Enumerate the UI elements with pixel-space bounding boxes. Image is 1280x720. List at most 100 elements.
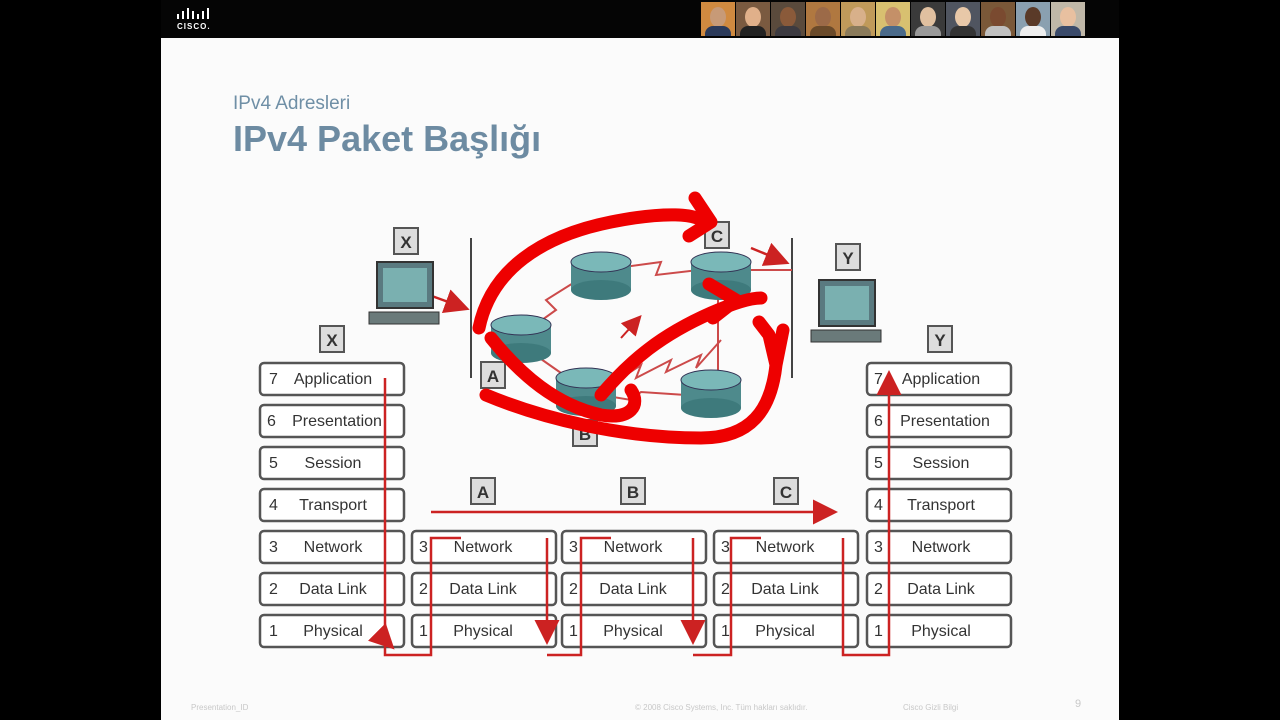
slide-title: IPv4 Paket Başlığı: [233, 118, 542, 159]
footer-confidential: Cisco Gizli Bilgi: [903, 703, 959, 712]
svg-text:Presentation: Presentation: [900, 413, 990, 430]
svg-text:Data Link: Data Link: [299, 581, 368, 598]
svg-text:1: 1: [569, 623, 578, 640]
svg-text:Physical: Physical: [911, 623, 971, 640]
person-photo: [981, 2, 1015, 36]
router-stack-a: 3 Network 2 Data Link 1 Physical: [410, 529, 558, 649]
person-photo: [806, 2, 840, 36]
computer-y-icon: [810, 279, 882, 343]
svg-text:Network: Network: [912, 539, 972, 556]
layer-box: 1 Physical: [865, 613, 1013, 649]
svg-text:Physical: Physical: [755, 623, 815, 640]
svg-text:6: 6: [874, 413, 883, 430]
svg-text:Transport: Transport: [907, 497, 975, 514]
layer-box: 6 Presentation: [258, 403, 406, 439]
layer-box: 3 Network: [258, 529, 406, 565]
person-photo: [1051, 2, 1085, 36]
hand-drawn-annotation: [472, 191, 790, 445]
layer-box: 3 Network: [865, 529, 1013, 565]
layer-box: 3 Network: [712, 529, 860, 565]
slide: CISCO. IPv4 Adresleri IPv4 Paket Başlığı: [161, 0, 1119, 720]
person-photo: [771, 2, 805, 36]
svg-text:B: B: [627, 483, 639, 502]
tag-stack-y: Y: [927, 325, 953, 353]
person-photo: [876, 2, 910, 36]
person-photo: [911, 2, 945, 36]
svg-text:Transport: Transport: [299, 497, 367, 514]
router-stack-c: 3 Network 2 Data Link 1 Physical: [712, 529, 860, 649]
svg-text:Session: Session: [305, 455, 362, 472]
svg-text:A: A: [477, 483, 489, 502]
tag-stack-x: X: [319, 325, 345, 353]
layer-box: 1 Physical: [258, 613, 406, 649]
svg-text:A: A: [487, 367, 499, 386]
layer-box: 1 Physical: [410, 613, 558, 649]
svg-text:1: 1: [721, 623, 730, 640]
header-photo-strip: [701, 2, 1086, 36]
router-top-icon: [570, 251, 632, 300]
footer-copyright: © 2008 Cisco Systems, Inc. Tüm hakları s…: [635, 703, 808, 712]
svg-text:Y: Y: [934, 331, 946, 350]
layer-box: 6 Presentation: [865, 403, 1013, 439]
svg-text:7: 7: [269, 371, 278, 388]
svg-text:Data Link: Data Link: [449, 581, 518, 598]
layer-box: 2 Data Link: [560, 571, 708, 607]
layer-box: 2 Data Link: [712, 571, 860, 607]
svg-text:Presentation: Presentation: [292, 413, 382, 430]
logo-text: CISCO.: [177, 22, 211, 31]
header-bar: CISCO.: [161, 0, 1119, 38]
person-photo: [841, 2, 875, 36]
router-bottom-icon: [680, 369, 742, 418]
svg-text:Network: Network: [304, 539, 364, 556]
svg-text:C: C: [780, 483, 792, 502]
svg-text:2: 2: [569, 581, 578, 598]
layer-box: 7 Application: [258, 361, 406, 397]
svg-text:Network: Network: [454, 539, 514, 556]
svg-text:Physical: Physical: [603, 623, 663, 640]
svg-text:1: 1: [874, 623, 883, 640]
tag-host-y: Y: [835, 243, 861, 271]
layer-box: 5 Session: [865, 445, 1013, 481]
tag-router-a: A: [480, 361, 506, 389]
svg-text:Data Link: Data Link: [751, 581, 820, 598]
tag-path-c: C: [773, 477, 799, 505]
tag-router-c: C: [704, 221, 730, 249]
svg-text:Y: Y: [842, 249, 854, 268]
osi-stack-x: 7 Application 6 Presentation 5 Session 4…: [258, 361, 406, 649]
svg-text:5: 5: [269, 455, 278, 472]
svg-text:Physical: Physical: [303, 623, 363, 640]
svg-text:3: 3: [721, 539, 730, 556]
svg-text:3: 3: [419, 539, 428, 556]
svg-text:2: 2: [419, 581, 428, 598]
person-photo: [701, 2, 735, 36]
svg-text:7: 7: [874, 371, 883, 388]
svg-text:2: 2: [874, 581, 883, 598]
svg-text:Network: Network: [604, 539, 664, 556]
svg-text:Session: Session: [913, 455, 970, 472]
svg-text:Physical: Physical: [453, 623, 513, 640]
layer-box: 1 Physical: [560, 613, 708, 649]
svg-text:C: C: [711, 227, 723, 246]
person-photo: [1016, 2, 1050, 36]
data-flow-path: [368, 370, 902, 657]
computer-x-icon: [368, 261, 440, 325]
svg-text:3: 3: [874, 539, 883, 556]
svg-text:Data Link: Data Link: [907, 581, 976, 598]
svg-text:3: 3: [269, 539, 278, 556]
layer-box: 1 Physical: [712, 613, 860, 649]
layer-box: 3 Network: [410, 529, 558, 565]
slide-subtitle: IPv4 Adresleri: [233, 93, 351, 114]
person-photo: [946, 2, 980, 36]
page-number: 9: [1075, 698, 1082, 710]
svg-text:2: 2: [721, 581, 730, 598]
svg-text:X: X: [400, 233, 412, 252]
svg-text:5: 5: [874, 455, 883, 472]
svg-text:3: 3: [569, 539, 578, 556]
svg-text:X: X: [326, 331, 338, 350]
svg-text:4: 4: [874, 497, 883, 514]
layer-box: 5 Session: [258, 445, 406, 481]
layer-box: 2 Data Link: [258, 571, 406, 607]
svg-text:6: 6: [267, 413, 276, 430]
svg-text:4: 4: [269, 497, 278, 514]
tag-path-a: A: [470, 477, 496, 505]
